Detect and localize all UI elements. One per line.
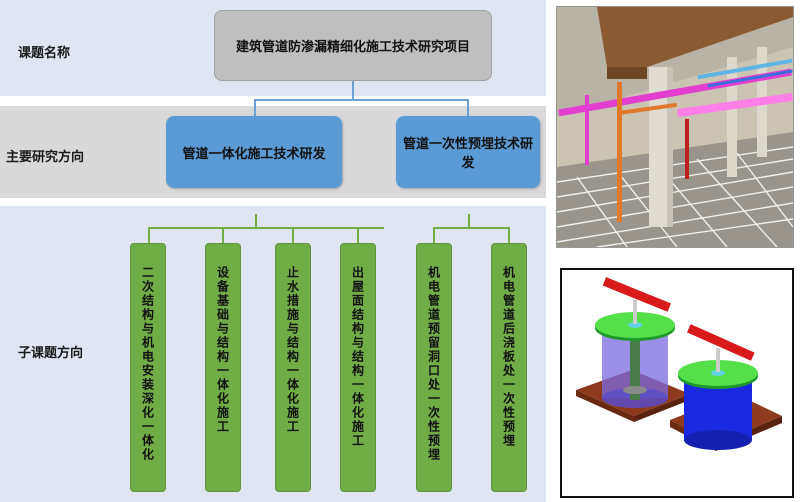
subtopic-text: 机电管道预留洞口处一次性预埋 [426,266,441,462]
subtopic-text: 出屋面结构与结构一体化施工 [350,266,365,448]
subtopic-text: 止水措施与结构一体化施工 [285,266,300,434]
subtopic-text: 设备基础与结构一体化施工 [215,266,230,434]
subtopic-box: 机电管道后浇板处一次性预埋 [491,243,527,492]
connector [357,227,359,243]
connector [352,81,354,100]
connector [222,227,224,243]
subtopic-text: 机电管道后浇板处一次性预埋 [501,266,516,448]
connector [508,227,510,243]
connector [467,99,469,116]
subtopic-row-label: 子课题方向 [18,346,84,361]
subtopic-box: 止水措施与结构一体化施工 [275,243,311,492]
subtopic-text: 二次结构与机电安装深化一体化 [140,266,155,462]
subtopic-box: 设备基础与结构一体化施工 [205,243,241,492]
pipe-sleeve-model-image [560,268,794,498]
subtopic-box: 机电管道预留洞口处一次性预埋 [416,243,452,492]
direction-box-embedding: 管道一次性预埋技术研发 [396,116,540,188]
connector [468,214,470,228]
direction-row-label: 主要研究方向 [6,150,85,165]
basement-pipe-render-image [556,6,794,248]
subtopic-box: 出屋面结构与结构一体化施工 [340,243,376,492]
connector [433,227,510,229]
direction-box-integration: 管道一体化施工技术研发 [166,116,342,188]
subtopic-box: 二次结构与机电安装深化一体化 [130,243,166,492]
project-title-box: 建筑管道防渗漏精细化施工技术研究项目 [214,10,492,81]
connector [433,227,435,243]
connector [292,227,294,243]
connector [254,99,468,101]
direction-text: 管道一次性预埋技术研发 [402,137,533,171]
subtopic-band [0,206,546,502]
topic-row-label: 课题名称 [18,46,71,61]
connector [254,99,256,116]
project-title-text: 建筑管道防渗漏精细化施工技术研究项目 [235,40,470,55]
direction-text: 管道一体化施工技术研发 [182,146,326,162]
connector [255,214,257,228]
connector [148,227,384,229]
connector [148,227,150,243]
